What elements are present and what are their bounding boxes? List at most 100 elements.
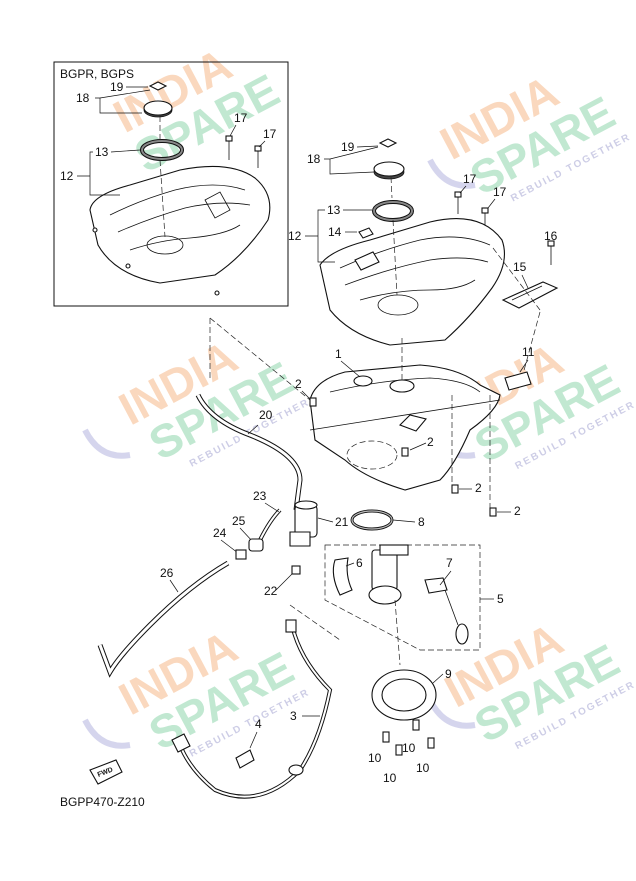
- tank-cover-assembly: 19 18 13 12 14 17 17 16 15: [288, 138, 559, 346]
- callout-18-inset: 18: [76, 91, 90, 105]
- watermark-bottom-left: INDIA SPARE REBUILD TOGETHER: [111, 620, 312, 760]
- callout-13: 13: [327, 203, 341, 217]
- screw-icon: [427, 737, 435, 749]
- small-bracket: [358, 227, 374, 239]
- callout-3: 3: [290, 709, 297, 723]
- fuel-hose-long: [98, 561, 229, 676]
- callout-19-inset: 19: [110, 80, 124, 94]
- callout-23: 23: [253, 489, 267, 503]
- inset-frame: [53, 61, 289, 307]
- callout-8: 8: [418, 515, 425, 529]
- fuel-level-sender: [424, 577, 448, 594]
- harness-grommet: [288, 764, 304, 776]
- side-cover-panel: [501, 281, 559, 309]
- bolt-icon: [309, 397, 317, 407]
- bolt-icon: [489, 507, 497, 517]
- watermark-mid-left: INDIA SPARE REBUILD TOGETHER: [111, 330, 312, 470]
- filter-bracket: [289, 531, 311, 547]
- watermark-bottom-right: INDIA SPARE REBUILD TOGETHER: [436, 613, 636, 753]
- fuel-pump-body: [371, 549, 398, 591]
- fuel-cap-cover: [378, 138, 398, 148]
- callout-11: 11: [522, 345, 535, 359]
- harness-end-connector: [171, 733, 191, 753]
- screw-icon: [412, 719, 420, 731]
- callout-6: 6: [356, 556, 363, 570]
- nut-icon: [291, 565, 301, 575]
- screw-icon: [395, 744, 403, 756]
- hose-and-pump-group: 20 21 23 25 24 22 26 8: [97, 393, 425, 678]
- harness-bracket: [235, 749, 255, 769]
- callout-10: 10: [402, 741, 416, 755]
- harness-connector: [285, 619, 297, 633]
- callout-7: 7: [446, 556, 453, 570]
- tank-filler-neck: [389, 379, 415, 393]
- cap-seal-inner-inset: [141, 140, 183, 160]
- callout-18: 18: [307, 152, 321, 166]
- pump-connector: [379, 544, 409, 556]
- callout-13-inset: 13: [95, 145, 109, 159]
- callout-14: 14: [328, 225, 342, 239]
- callout-10: 10: [368, 751, 382, 765]
- bolt-icon: [254, 145, 262, 168]
- harness-group: 3 4: [171, 604, 341, 799]
- callout-1: 1: [335, 347, 342, 361]
- callout-9: 9: [445, 667, 452, 681]
- inset-variant-label: BGPR, BGPS: [60, 67, 134, 81]
- watermark-top-left: INDIA SPARE: [105, 38, 287, 182]
- callout-15: 15: [513, 260, 527, 274]
- callout-17-inset: 17: [234, 111, 248, 125]
- bolt-icon: [451, 484, 459, 494]
- pump-retainer-group: 9 10 10 10 10: [368, 599, 452, 785]
- inset-variant-box: BGPR, BGPS 19 18 13 12 17 17: [53, 61, 289, 307]
- tank-label-pad: [504, 371, 532, 391]
- forward-direction-indicator: FWD: [89, 759, 123, 785]
- pump-flange: [368, 585, 402, 605]
- callout-2: 2: [295, 377, 302, 391]
- fuel-cap-top-inset: [143, 100, 173, 116]
- bolt-icon: [454, 191, 462, 214]
- callout-12-inset: 12: [60, 169, 74, 183]
- callout-24: 24: [213, 526, 227, 540]
- bolt-icon: [401, 447, 409, 457]
- callout-2: 2: [514, 504, 521, 518]
- fuel-pump-assembly: 6 7 5: [324, 544, 504, 651]
- callout-17: 17: [463, 172, 477, 186]
- callout-12: 12: [288, 229, 302, 243]
- vent-hose: [196, 394, 302, 511]
- callout-2: 2: [427, 435, 434, 449]
- fuel-tank-body: [309, 364, 501, 491]
- callout-17: 17: [493, 185, 507, 199]
- callout-22: 22: [264, 584, 278, 598]
- fuel-float: [455, 623, 469, 645]
- tank-mount-boss: [353, 375, 373, 387]
- joint-connector: [235, 549, 247, 560]
- callout-2: 2: [475, 481, 482, 495]
- callout-10: 10: [416, 761, 430, 775]
- hose-clamp: [248, 538, 264, 552]
- pump-filter-screen: [332, 557, 353, 596]
- fuel-cap-cover-inset: [148, 81, 168, 91]
- tank-cover-inset: [89, 165, 271, 284]
- cover-clip: [354, 251, 380, 271]
- callout-4: 4: [255, 717, 262, 731]
- callout-25: 25: [232, 514, 246, 528]
- fuel-tank: 1 2 2 2 2 11: [209, 311, 541, 518]
- fwd-arrow-icon: [89, 759, 123, 785]
- callout-16: 16: [544, 229, 558, 243]
- screw-icon: [547, 240, 555, 265]
- callout-17-inset: 17: [263, 127, 277, 141]
- callout-21: 21: [335, 515, 349, 529]
- figure-code: BGPP470-Z210: [60, 795, 145, 809]
- callout-10: 10: [383, 771, 397, 785]
- callout-26: 26: [160, 566, 174, 580]
- callout-19: 19: [341, 140, 355, 154]
- callout-5: 5: [497, 592, 504, 606]
- screw-icon: [382, 731, 390, 743]
- bolt-icon: [225, 135, 233, 160]
- watermark-top-right: INDIA SPARE REBUILD TOGETHER: [432, 65, 633, 205]
- tank-cover: [319, 218, 505, 346]
- callout-20: 20: [259, 408, 273, 422]
- fuel-cap-top: [373, 161, 405, 177]
